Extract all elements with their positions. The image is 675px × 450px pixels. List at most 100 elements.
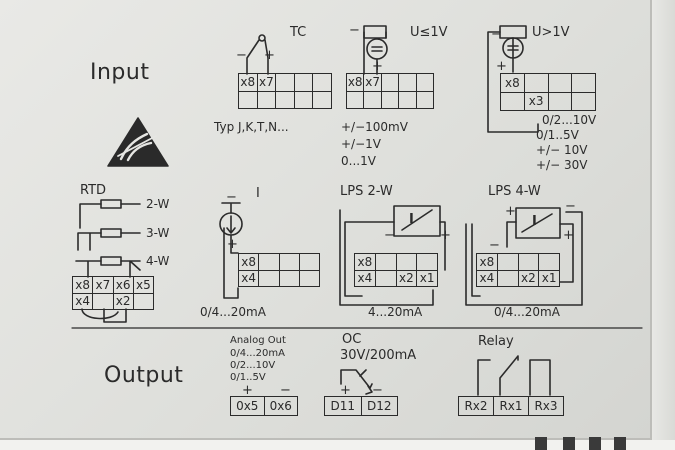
tc-thermocouple-symbol: [246, 34, 269, 75]
lps2w-wiring: [339, 205, 446, 306]
lps4w-terminal: [496, 254, 518, 270]
u-low-minus: −: [349, 23, 360, 38]
lps4w-title: LPS 4-W: [488, 184, 541, 199]
lps4w-terminal: x2: [517, 270, 539, 286]
u-low-terminal-row: x8 x7: [347, 74, 433, 91]
analog-out-range: 0/2...10V: [230, 360, 276, 371]
analog-out-title: Analog Out: [230, 335, 286, 346]
lps2w-terminal: x1: [416, 270, 437, 286]
lps2w-terminal-row: x8: [355, 254, 437, 270]
lps4w-terminal: [538, 254, 559, 270]
rtd-terminal-row: x8 x7 x6 x5: [73, 277, 153, 293]
tc-terminal: x7: [256, 74, 276, 91]
u-low-terminal: x8: [347, 75, 363, 90]
u-high-minus: −: [491, 27, 502, 42]
current-minus: −: [226, 190, 237, 205]
current-terminal: x4: [241, 271, 256, 286]
lps4w-plus: +: [505, 204, 516, 219]
tc-plus: +: [264, 48, 275, 63]
esd-warning-icon: [107, 117, 169, 167]
current-terminal: x8: [241, 254, 256, 269]
u-high-range: 0/1..5V: [536, 128, 579, 142]
analog-out-terminal-block: 0x5 0x6: [230, 396, 298, 416]
tc-terminal-row: x8 x7: [239, 74, 331, 91]
tc-terminal-row: [239, 90, 331, 108]
u-high-source-symbol: [487, 25, 539, 133]
current-terminal-block: x8 x4: [238, 253, 320, 287]
lps2w-terminal: [374, 254, 396, 270]
rtd-terminal: x4: [75, 294, 90, 309]
u-high-terminal: [571, 74, 595, 92]
clip-tab: [535, 437, 547, 450]
current-terminal: [278, 254, 299, 270]
clip-tab: [563, 437, 575, 450]
current-title: I: [256, 186, 260, 201]
analog-out-range: 0/1..5V: [230, 372, 266, 383]
u-low-terminal: [415, 74, 433, 91]
lps2w-plus: +: [440, 228, 451, 243]
housing-bottom: [0, 440, 675, 450]
analog-out-range: 0/4...20mA: [230, 348, 285, 359]
rtd-title: RTD: [80, 183, 107, 198]
lps4w-terminal: x8: [479, 254, 495, 269]
tc-title: TC: [290, 25, 307, 40]
u-high-range: 0/2...10V: [542, 113, 597, 127]
lps4w-terminal: [496, 270, 518, 286]
lps2w-terminal: [374, 270, 396, 286]
u-high-terminal: x3: [523, 92, 548, 110]
rtd-terminal: x6: [112, 277, 133, 293]
tc-terminal-block: x8 x7: [238, 73, 332, 109]
u-high-range: +/− 30V: [536, 158, 588, 172]
lps2w-title: LPS 2-W: [340, 184, 393, 199]
lps4w-terminal: x4: [479, 271, 495, 286]
u-high-plus: +: [496, 59, 507, 74]
lps2w-terminal: x8: [357, 254, 373, 269]
lps2w-terminal-block: x8 x4 x2 x1: [354, 253, 438, 287]
u-low-range: +/−1V: [341, 137, 381, 151]
oc-rating: 30V/200mA: [340, 348, 417, 363]
u-high-terminal: [547, 74, 572, 92]
u-high-terminal-block: x8 x3: [500, 73, 596, 111]
lps2w-terminal: [395, 254, 417, 270]
rtd-wire-label: 2-W: [146, 197, 170, 211]
u-low-range: 0...1V: [341, 154, 376, 168]
lps2w-terminal: x4: [357, 271, 373, 286]
rtd-wiring: [75, 199, 141, 323]
relay-terminal: Rx1: [493, 397, 528, 415]
lps2w-terminal-row: x4 x2 x1: [355, 269, 437, 286]
oc-minus: −: [372, 383, 383, 398]
current-terminal-row: x8: [239, 254, 319, 270]
rtd-terminal: x2: [112, 293, 133, 309]
tc-minus: −: [236, 48, 247, 63]
lps4w-terminal-row: x4 x2 x1: [477, 269, 559, 286]
relay-terminal-block: Rx2 Rx1 Rx3: [458, 396, 564, 416]
rtd-terminal: x8: [75, 277, 90, 292]
relay-terminal: Rx2: [464, 399, 488, 413]
current-terminal: [278, 270, 299, 286]
u-high-terminal: x8: [505, 75, 520, 90]
analog-out-terminal: 0x6: [263, 397, 298, 415]
analog-out-terminal: 0x5: [236, 399, 259, 413]
u-high-title: U>1V: [532, 25, 570, 40]
clip-tab: [614, 437, 626, 450]
oc-plus: +: [340, 383, 351, 398]
u-high-terminal: [547, 92, 572, 110]
output-section-title: Output: [104, 363, 184, 388]
u-low-terminal: x7: [363, 74, 380, 91]
current-plus: +: [227, 237, 238, 252]
housing-side: [652, 0, 675, 450]
lps4w-terminal: [517, 254, 539, 270]
current-range: 0/4...20mA: [200, 305, 266, 319]
u-low-plus: +: [372, 59, 383, 74]
lps2w-terminal: [416, 254, 437, 270]
lps4w-terminal: x1: [538, 270, 559, 286]
u-low-terminal-row: [347, 90, 433, 108]
lps2w-box-label: I: [409, 212, 414, 227]
lps4w-box-label: I: [532, 214, 537, 229]
u-low-terminal: [380, 74, 398, 91]
tc-terminal: [312, 74, 331, 91]
tc-types: Typ J,K,T,N...: [214, 120, 289, 134]
relay-contact-symbol: [477, 355, 551, 396]
oc-terminal: D11: [330, 399, 355, 413]
